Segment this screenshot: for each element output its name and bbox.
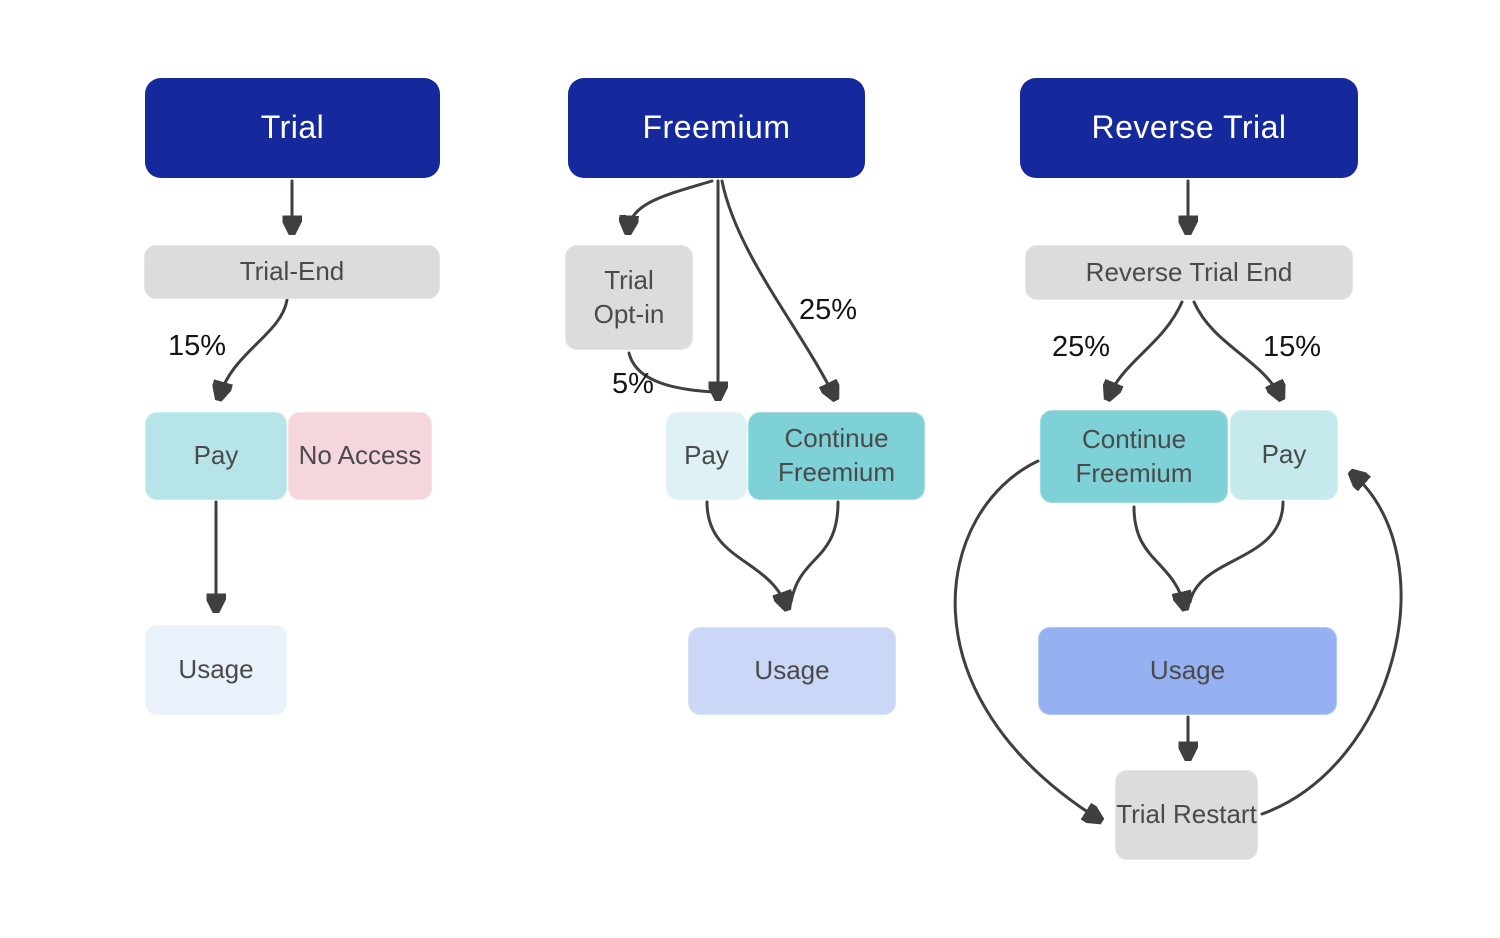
arrow-trialoptin-to-pay (627, 351, 716, 394)
arrow-continuefreemium3-to-usage3 (1132, 505, 1185, 608)
label-reverse-continue-percent: 25% (1052, 331, 1111, 363)
pay-node-trial: Pay (145, 412, 287, 500)
arrow-reversetrialend-to-pay (1192, 300, 1281, 398)
arrow-loop-continuefreemium-to-trialrestart (953, 459, 1100, 820)
usage-node-freemium: Usage (688, 627, 896, 715)
label-trial-pay-percent: 15% (168, 330, 227, 362)
reverse-trial-header-node: Reverse Trial (1020, 78, 1358, 178)
trial-end-node: Trial-End (144, 245, 440, 299)
arrow-freemium-to-continuefreemium (720, 179, 835, 398)
freemium-header-node: Freemium (568, 78, 865, 178)
arrow-reversetrialend-to-continuefreemium (1108, 300, 1184, 398)
trial-header-node: Trial (145, 78, 440, 178)
no-access-node: No Access (288, 412, 432, 500)
label-freemium-optin-percent: 5% (612, 368, 654, 400)
reverse-trial-end-node: Reverse Trial End (1025, 245, 1353, 300)
usage-node-reverse: Usage (1038, 627, 1337, 715)
arrow-pay2-to-usage2 (705, 500, 787, 608)
arrow-loop-trialrestart-to-pay (1260, 473, 1403, 816)
continue-freemium-node-reverse: Continue Freemium (1040, 410, 1228, 503)
trial-restart-node: Trial Restart (1115, 770, 1258, 860)
label-reverse-pay-percent: 15% (1263, 331, 1322, 363)
trial-opt-in-node: Trial Opt-in (565, 245, 693, 350)
pay-node-freemium: Pay (666, 412, 747, 500)
label-freemium-continue-percent: 25% (799, 294, 858, 326)
arrow-continuefreemium2-to-usage2 (789, 500, 840, 604)
arrow-trialend-to-pay (219, 298, 289, 398)
continue-freemium-node-freemium: Continue Freemium (748, 412, 925, 500)
arrow-freemium-to-trialoptin (628, 179, 714, 232)
usage-node-trial: Usage (145, 625, 287, 715)
pay-node-reverse: Pay (1230, 410, 1338, 500)
arrow-pay3-to-usage3 (1188, 500, 1285, 604)
